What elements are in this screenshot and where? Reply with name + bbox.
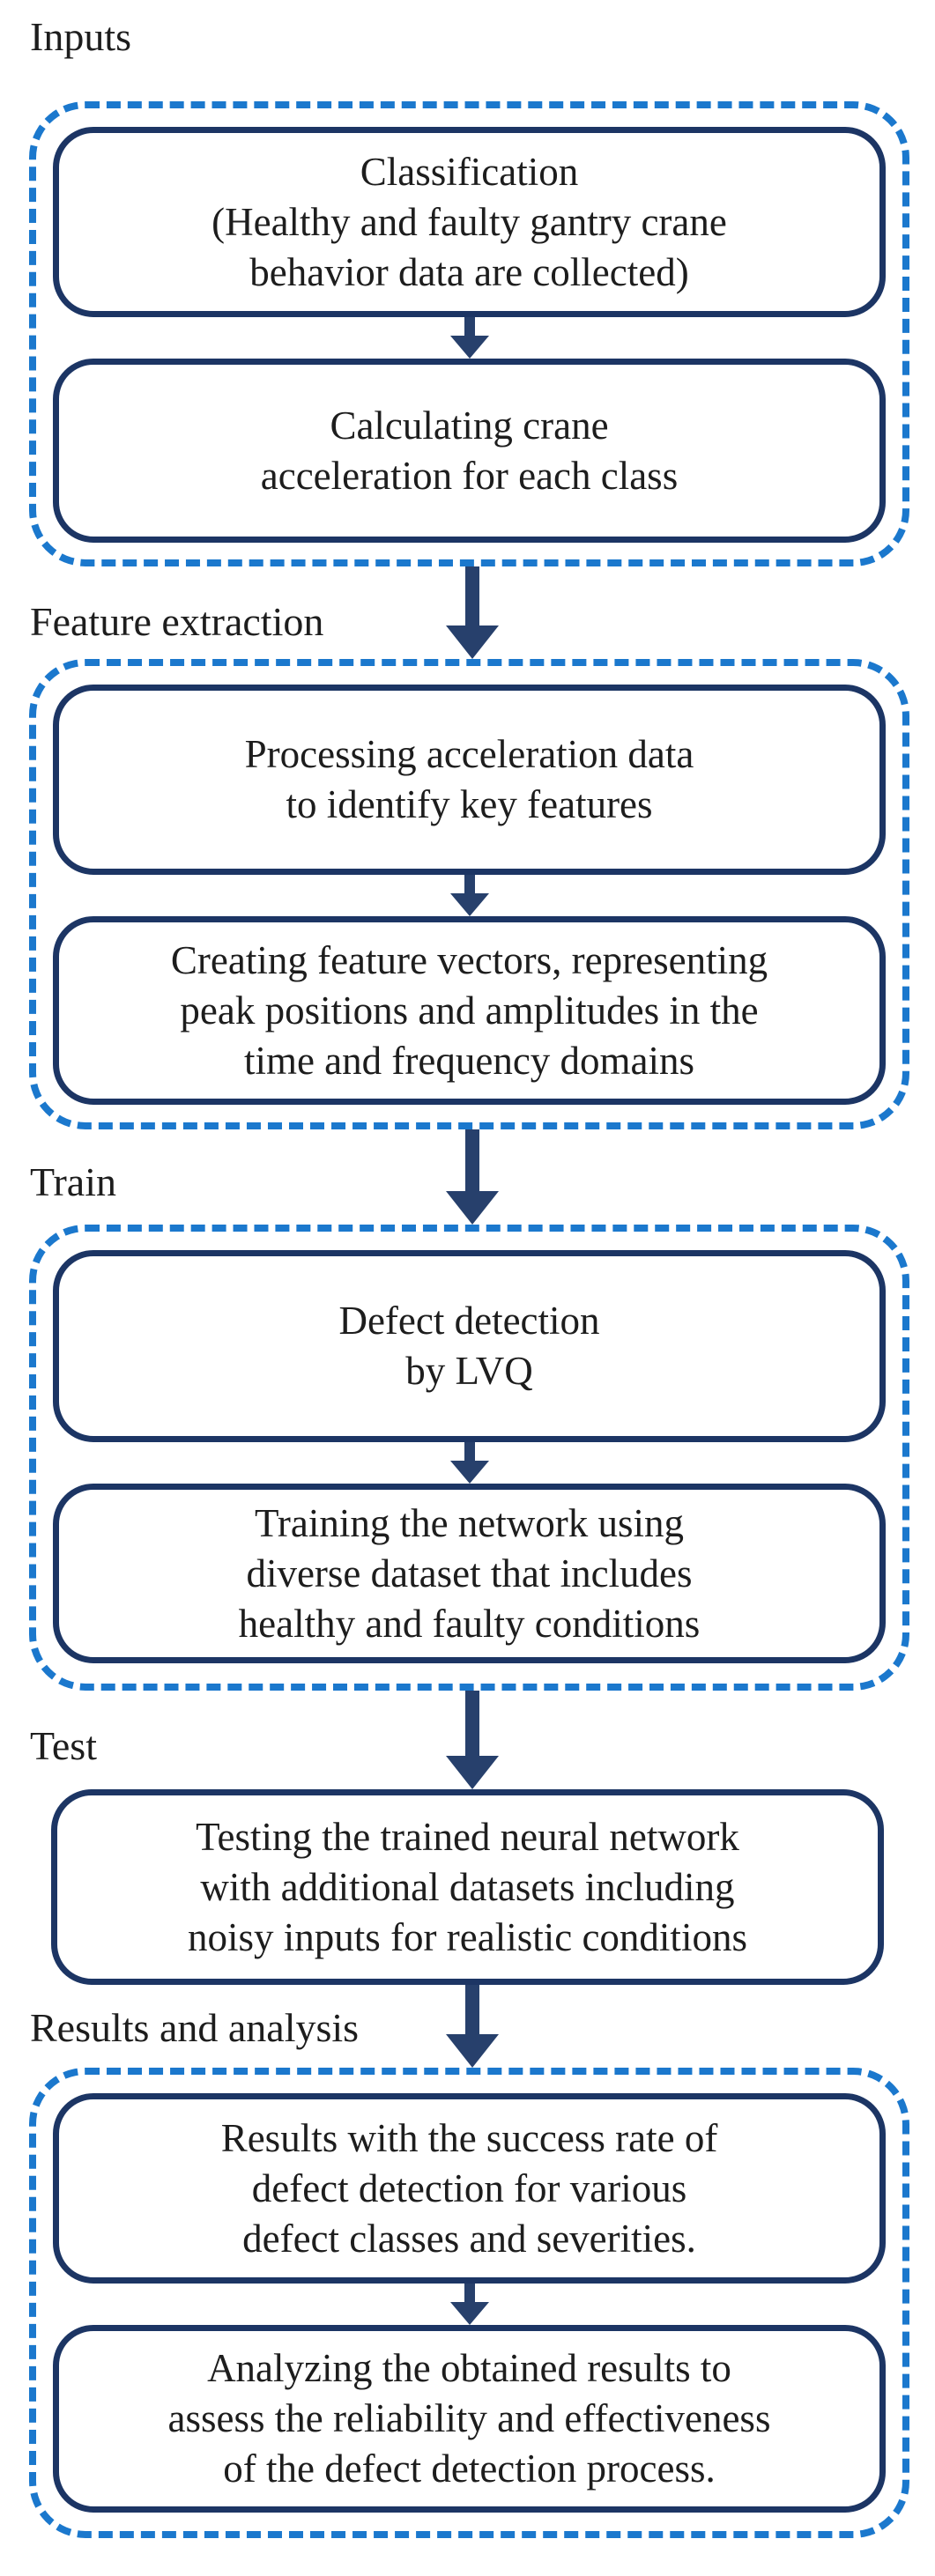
arrow-down-icon — [449, 317, 489, 359]
arrow-head — [446, 1756, 499, 1789]
arrow-down-icon — [449, 1442, 489, 1484]
box-text-line: Classification — [360, 149, 579, 194]
box-text-line: behavior data are collected) — [249, 249, 689, 294]
box-text-line: Creating feature vectors, representing — [170, 937, 768, 982]
box-text-line: of the defect detection process. — [223, 2446, 716, 2491]
arrow-shaft — [464, 2284, 475, 2302]
arrow-shaft — [464, 1442, 475, 1461]
stage-container-results-analysis: Results with the success rate of defect … — [29, 2068, 909, 2538]
flow-box-calculating-acceleration: Calculating crane acceleration for each … — [53, 359, 886, 543]
arrow-head — [446, 2034, 499, 2068]
box-text-line: defect detection for various — [251, 2165, 687, 2210]
arrow-shaft — [465, 1691, 479, 1756]
box-text-line: healthy and faulty conditions — [238, 1601, 701, 1646]
arrow-test-to-results — [446, 1985, 499, 2068]
box-text-line: Training the network using — [254, 1500, 685, 1545]
box-text-line: by LVQ — [405, 1349, 533, 1393]
arrow-head — [446, 625, 499, 659]
arrow-shaft — [465, 1985, 479, 2034]
arrow-head — [449, 2302, 489, 2325]
section-label-train: Train — [30, 1159, 116, 1204]
arrow-train-to-test — [446, 1691, 499, 1789]
box-text-line: defect classes and severities. — [242, 2216, 696, 2261]
flow-box-classification: Classification (Healthy and faulty gantr… — [53, 127, 886, 317]
arrow-shaft — [465, 1129, 479, 1191]
flow-box-results-success-rate: Results with the success rate of defect … — [53, 2093, 886, 2284]
arrow-shaft — [465, 566, 479, 625]
arrow-head — [449, 336, 489, 359]
arrow-head — [449, 1461, 489, 1484]
arrow-down-icon — [449, 875, 489, 916]
stage-container-feature-extraction: Processing acceleration data to identify… — [29, 659, 909, 1129]
box-text-line: Testing the trained neural network — [196, 1814, 739, 1859]
box-text-line: Calculating crane — [330, 403, 609, 448]
arrow-feature-extraction-to-train — [446, 1129, 499, 1225]
box-text-line: with additional datasets including — [200, 1864, 735, 1909]
box-text-line: peak positions and amplitudes in the — [180, 988, 759, 1033]
arrow-inputs-to-feature-extraction — [446, 566, 499, 659]
flow-box-creating-feature-vectors: Creating feature vectors, representing p… — [53, 916, 886, 1105]
box-text-line: noisy inputs for realistic conditions — [188, 1914, 747, 1959]
box-text-line: time and frequency domains — [243, 1038, 695, 1083]
box-text-line: diverse dataset that includes — [246, 1551, 693, 1595]
flow-box-processing-acceleration: Processing acceleration data to identify… — [53, 685, 886, 875]
box-text-line: Defect detection — [338, 1299, 600, 1343]
section-label-feature-extraction: Feature extraction — [30, 599, 324, 644]
box-text-line: to identify key features — [286, 782, 653, 826]
arrow-head — [449, 893, 489, 916]
flow-box-analyzing-results: Analyzing the obtained results to assess… — [53, 2325, 886, 2513]
stage-container-inputs: Classification (Healthy and faulty gantr… — [29, 101, 909, 566]
arrow-shaft — [464, 317, 475, 336]
box-text-line: Results with the success rate of — [220, 2115, 718, 2160]
stage-container-train: Defect detection by LVQ Training the net… — [29, 1225, 909, 1691]
box-text-line: Processing acceleration data — [244, 732, 694, 776]
section-label-inputs: Inputs — [30, 14, 131, 59]
box-text-line: Analyzing the obtained results to — [207, 2346, 731, 2390]
flow-box-training-network: Training the network using diverse datas… — [53, 1484, 886, 1663]
box-text-line: assess the reliability and effectiveness — [167, 2396, 771, 2440]
flow-box-defect-detection-lvq: Defect detection by LVQ — [53, 1250, 886, 1442]
arrow-head — [446, 1191, 499, 1225]
section-label-test: Test — [30, 1723, 97, 1768]
flow-box-testing-network: Testing the trained neural network with … — [51, 1789, 884, 1985]
box-text-line: acceleration for each class — [260, 453, 679, 498]
section-label-results-analysis: Results and analysis — [30, 2005, 360, 2050]
box-text-line: (Healthy and faulty gantry crane — [211, 199, 727, 244]
arrow-shaft — [464, 875, 475, 893]
arrow-down-icon — [449, 2284, 489, 2325]
